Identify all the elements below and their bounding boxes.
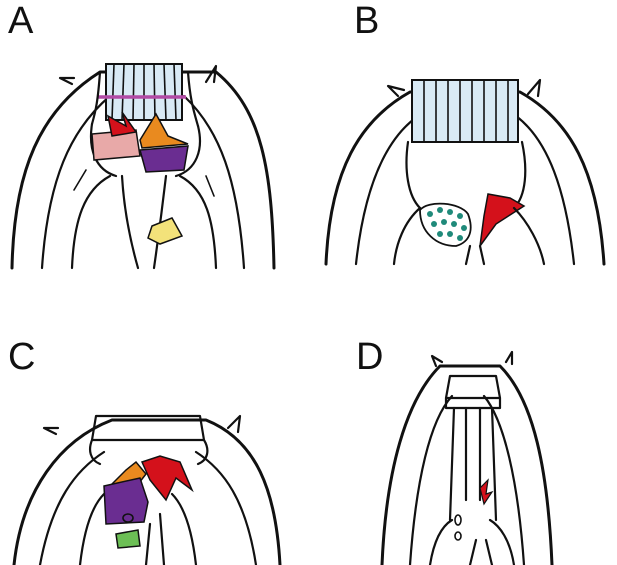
panel-a-seta-left <box>58 76 76 86</box>
panel-a-seta-right <box>204 64 218 84</box>
panel-b-teal-denticles <box>427 207 467 241</box>
panel-d-red-tooth <box>479 478 494 506</box>
panel-a-orange-tooth <box>139 112 189 149</box>
panel-d-body-outline <box>380 364 554 565</box>
panel-b-seta-left <box>386 84 406 98</box>
panel-d-seta-left <box>430 354 444 368</box>
panel-a-drawing <box>10 63 276 270</box>
panel-a-purple-plate <box>139 145 189 173</box>
panel-c-green-structure <box>115 529 141 549</box>
panel-a-yellow-structure <box>147 217 184 245</box>
panel-a-red-tooth <box>106 111 138 137</box>
panel-label-a: A <box>8 0 34 42</box>
panel-c-seta-left <box>42 426 60 436</box>
panel-d-seta-right <box>504 350 514 366</box>
panel-b-seta-right <box>526 78 542 98</box>
panel-c-body-outline <box>12 418 282 565</box>
panel-d-cheilostom <box>444 374 502 410</box>
panel-b-red-tooth <box>479 193 526 247</box>
panel-c-seta-right <box>226 414 242 434</box>
panel-c-cheilostom <box>89 414 209 466</box>
panel-d-buccal-tube <box>448 406 498 522</box>
panel-c-drawing <box>12 414 282 565</box>
panel-label-b: B <box>354 0 380 42</box>
panel-c-purple-plate <box>103 477 149 525</box>
panel-label-d: D <box>356 336 384 378</box>
panel-b-teal-denticle-plate <box>419 202 472 247</box>
panel-b-drawing <box>324 78 606 266</box>
panel-label-c: C <box>8 336 36 378</box>
panel-c-red-tooth <box>140 455 194 502</box>
panel-b-cheilostom <box>411 79 519 143</box>
panel-d-drawing <box>380 350 554 565</box>
